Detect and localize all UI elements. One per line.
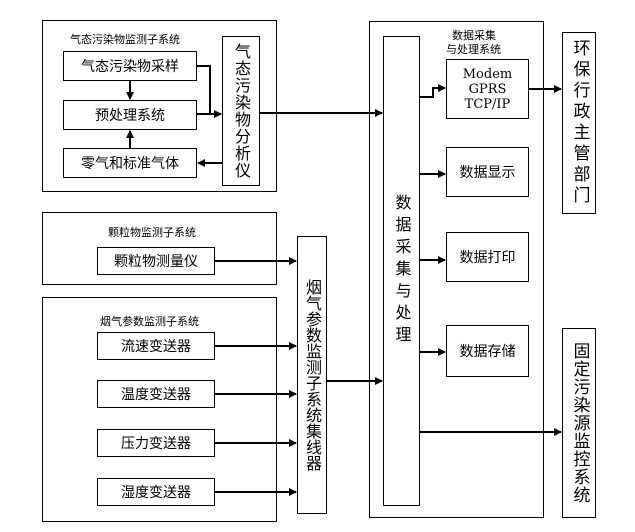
data-system-title-line1: 数据采集: [452, 29, 496, 42]
pressure-transmitter-box: 压力变送器: [97, 429, 215, 457]
gas-analyzer-label: 气态污染物分析仪: [232, 43, 251, 179]
authority-box: 环保行政主管部门: [562, 32, 596, 214]
particulate-meter-box: 颗粒物测量仪: [97, 247, 215, 275]
authority-label: 环保行政主管部门: [569, 39, 590, 207]
particulate-meter-label: 颗粒物测量仪: [114, 254, 198, 270]
modem-line-2: GPRS: [468, 81, 507, 97]
preprocess-label: 预处理系统: [95, 108, 165, 124]
data-display-box: 数据显示: [446, 147, 529, 197]
modem-box: Modem GPRS TCP/IP: [446, 59, 529, 119]
gas-subsystem-title: 气态污染物监测子系统: [70, 33, 180, 46]
data-processor-label: 数据采集与处理: [392, 194, 412, 348]
data-processor-box: 数据采集与处理: [383, 36, 420, 506]
gas-sampling-box: 气态污染物采样: [63, 51, 197, 81]
data-storage-label: 数据存储: [459, 344, 516, 360]
preprocess-box: 预处理系统: [63, 100, 197, 130]
zero-gas-label: 零气和标准气体: [81, 156, 179, 172]
data-system-title-line2: 与处理系统: [446, 43, 501, 56]
data-display-label: 数据显示: [459, 165, 516, 181]
temperature-transmitter-box: 温度变送器: [97, 380, 215, 408]
flue-collector-box: 烟气参数监测子系统集线器: [297, 236, 327, 514]
pressure-transmitter-label: 压力变送器: [121, 436, 191, 452]
flue-subsystem-title: 烟气参数监测子系统: [100, 315, 199, 328]
gas-analyzer-box: 气态污染物分析仪: [222, 36, 260, 186]
particulate-subsystem-title: 颗粒物监测子系统: [108, 226, 196, 239]
fixed-source-box: 固定污染源监控系统: [562, 328, 596, 518]
modem-line-1: Modem: [462, 66, 513, 82]
fixed-source-label: 固定污染源监控系统: [569, 342, 590, 504]
zero-gas-box: 零气和标准气体: [63, 148, 197, 178]
data-print-label: 数据打印: [459, 250, 516, 266]
modem-line-3: TCP/IP: [464, 96, 511, 112]
flow-transmitter-label: 流速变送器: [121, 339, 191, 355]
humidity-transmitter-box: 湿度变送器: [97, 478, 215, 506]
data-storage-box: 数据存储: [446, 325, 529, 377]
gas-sampling-label: 气态污染物采样: [81, 59, 179, 75]
flue-collector-label: 烟气参数监测子系统集线器: [303, 279, 322, 471]
humidity-transmitter-label: 湿度变送器: [121, 485, 191, 501]
data-print-box: 数据打印: [446, 232, 529, 282]
temperature-transmitter-label: 温度变送器: [121, 387, 191, 403]
flow-transmitter-box: 流速变送器: [97, 332, 215, 360]
